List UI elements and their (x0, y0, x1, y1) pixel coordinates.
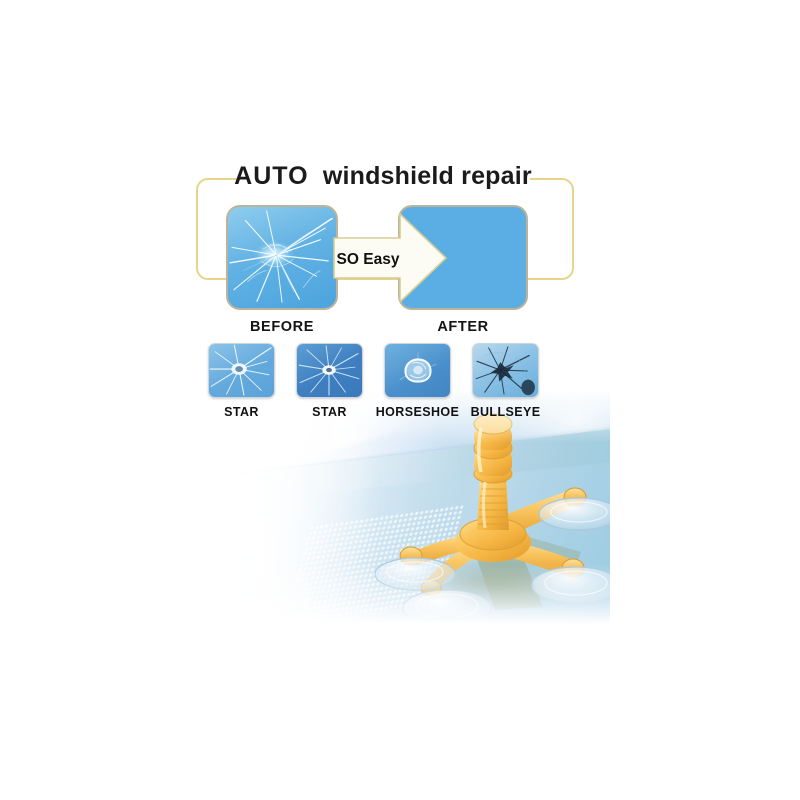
damage-label-0: STAR (224, 405, 259, 419)
photo-bottom-fade (180, 563, 610, 624)
star-break-icon (209, 344, 272, 396)
damage-thumb-horseshoe[interactable] (384, 343, 451, 398)
damage-label-2: HORSESHOE (375, 405, 460, 419)
star-break-icon (298, 345, 360, 396)
product-photo (180, 392, 610, 624)
bullseye-chip-icon (475, 346, 535, 396)
horseshoe-chip-icon (399, 352, 437, 383)
damage-thumb-bullseye[interactable] (472, 343, 539, 398)
damage-label-1: STAR (312, 405, 347, 419)
arrow-label: SO Easy (337, 251, 400, 268)
damage-type-gallery: STAR STAR HORSESHOE BULLSEYE (208, 343, 558, 431)
windshield-crack-illustration (229, 210, 333, 303)
page-title-word-rest: windshield repair (322, 162, 532, 190)
after-caption: AFTER (437, 319, 489, 335)
damage-thumb-star-1[interactable] (208, 343, 275, 398)
so-easy-arrow: SO Easy (330, 210, 450, 306)
damage-thumb-star-2[interactable] (296, 343, 363, 398)
arrow-shape: SO Easy (333, 213, 447, 303)
title-bracket-gap (240, 168, 530, 190)
before-panel (226, 205, 338, 310)
page-title-word-auto: AUTO (234, 162, 309, 190)
before-caption: BEFORE (249, 319, 315, 335)
damage-label-3: BULLSEYE (470, 405, 541, 419)
page-title: AUTO windshield repair (196, 162, 570, 191)
